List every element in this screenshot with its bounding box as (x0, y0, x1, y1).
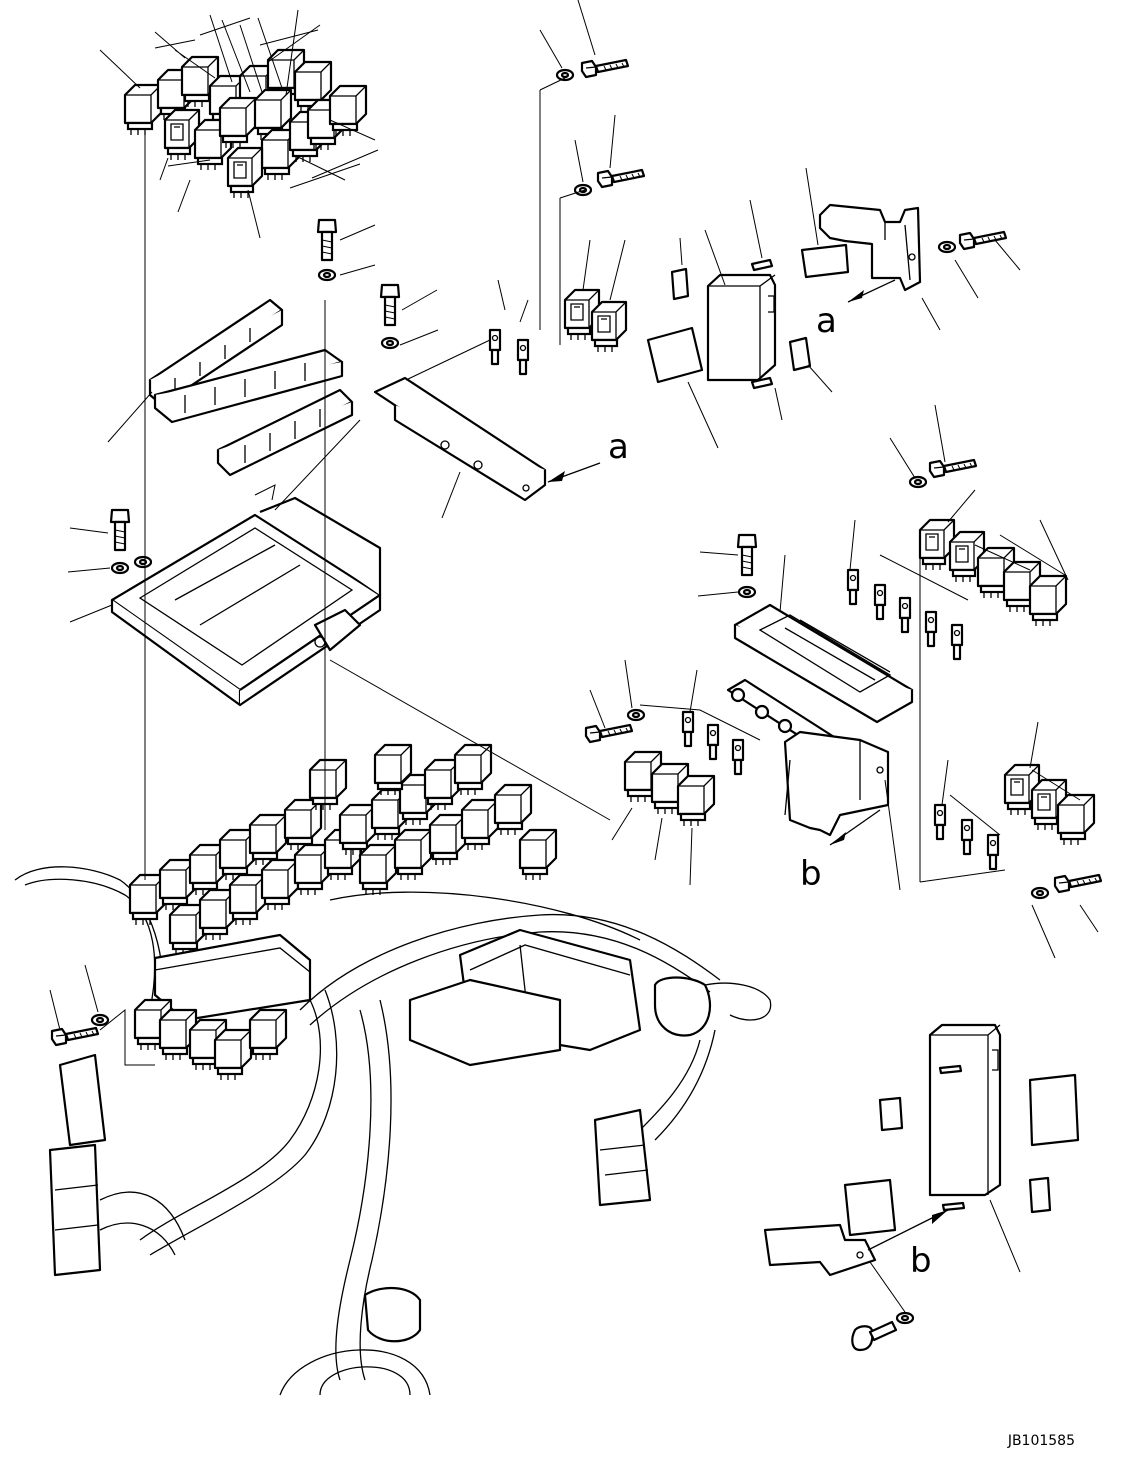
control-unit-group (646, 167, 850, 449)
top-relay-cluster (99, 9, 379, 239)
left-small-relays (584, 659, 761, 886)
relay-mounting-brackets (107, 298, 354, 477)
svg-text:a: a (816, 301, 837, 341)
relay-box-housing (67, 496, 382, 707)
leader-lines (144, 130, 611, 880)
upper-middle-parts (405, 0, 646, 381)
inset-detail-b: b (763, 1023, 1080, 1352)
svg-text:b: b (910, 1241, 932, 1281)
upper-right-bracket: a (816, 203, 1021, 341)
wiring-harness-assembly (14, 743, 772, 1396)
lower-right-relays (933, 721, 1103, 959)
center-fasteners (316, 218, 439, 350)
right-relay-block: b (697, 404, 1069, 894)
svg-text:b: b (800, 854, 822, 894)
drawing-number: JB101585 (1007, 1433, 1075, 1449)
svg-text:a: a (608, 427, 629, 467)
upper-center-bracket: a (373, 376, 629, 519)
